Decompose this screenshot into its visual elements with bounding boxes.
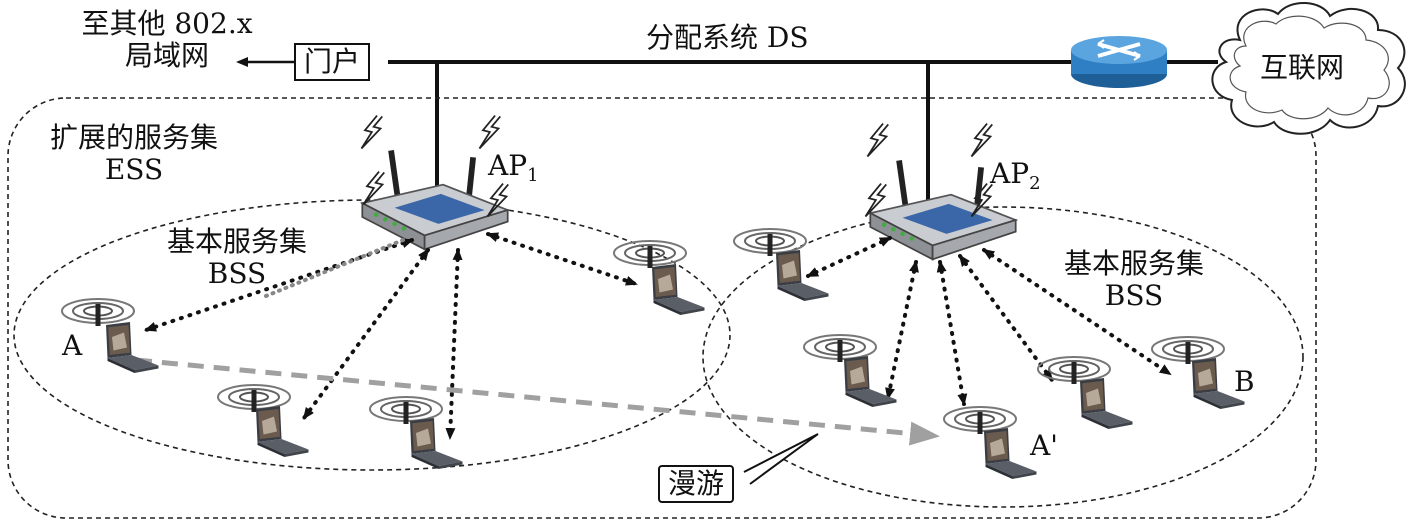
ap2-label: AP2	[990, 158, 1041, 200]
laptop-icon	[984, 428, 1037, 479]
wireless-signal-icon	[61, 298, 135, 326]
ess-boundary	[7, 97, 1317, 519]
station-b-label: B	[1234, 365, 1255, 398]
link-ap2-b	[982, 248, 1172, 376]
laptop-icon	[410, 418, 463, 469]
roaming-callout-pointer	[743, 433, 819, 485]
link-ap2-laptop6	[885, 260, 919, 400]
link-ap2-laptop5	[806, 236, 892, 278]
link-ap1-laptop2	[486, 232, 638, 286]
ess-label-line1: 扩展的服务集	[49, 121, 218, 154]
bss2-label: 基本服务集 BSS	[1046, 248, 1222, 312]
ap1-label: AP1	[488, 150, 539, 192]
roaming-callout: 漫游	[658, 465, 735, 503]
wireless-signal-icon	[478, 114, 502, 150]
bss-pointer	[264, 236, 410, 298]
ap1-label-sub: 1	[527, 165, 539, 186]
station-a-prime-label: A'	[1030, 429, 1058, 462]
ess-label-line2: ESS	[104, 153, 164, 186]
link-ap2-a-prime	[936, 260, 968, 406]
router-icon	[1071, 36, 1167, 88]
bss1-boundary	[13, 199, 731, 471]
laptop-icon	[106, 322, 159, 373]
laptop-icon	[844, 356, 897, 407]
bss1-label-line2: BSS	[207, 257, 267, 290]
link-ap1-laptop4	[445, 248, 463, 440]
ap2-label-sub: 2	[1029, 173, 1041, 194]
other-lan-label-line1: 至其他 802.x	[81, 7, 253, 40]
bss2-label-line1: 基本服务集	[1063, 247, 1204, 280]
link-ap2-laptop8	[958, 254, 1054, 382]
other-lan-label: 至其他 802.x 局域网	[72, 8, 262, 72]
bss1-label-line1: 基本服务集	[166, 225, 307, 258]
ap1-label-main: AP	[488, 149, 528, 182]
laptop-icon	[1080, 378, 1133, 429]
laptop-icon	[776, 250, 829, 301]
station-a-label: A	[62, 329, 83, 362]
ds-label: 分配系统 DS	[646, 21, 809, 54]
bss2-label-line2: BSS	[1104, 279, 1164, 312]
laptop-icon	[652, 264, 705, 315]
link-ap1-laptop3	[302, 248, 430, 420]
bss1-label: 基本服务集 BSS	[152, 226, 322, 290]
internet-label: 互联网	[1260, 51, 1345, 84]
ap2-label-main: AP	[990, 157, 1030, 190]
wireless-signal-icon	[970, 122, 994, 158]
wireless-signal-icon	[866, 122, 890, 158]
roaming-arrow	[135, 357, 940, 446]
other-lan-label-line2: 局域网	[124, 39, 209, 72]
portal-box: 门户	[294, 43, 371, 81]
cloud-icon	[1211, 1, 1406, 135]
bss2-boundary	[702, 206, 1304, 508]
laptop-icon	[256, 406, 309, 457]
ess-label: 扩展的服务集 ESS	[36, 122, 232, 186]
wireless-signal-icon	[360, 114, 384, 150]
